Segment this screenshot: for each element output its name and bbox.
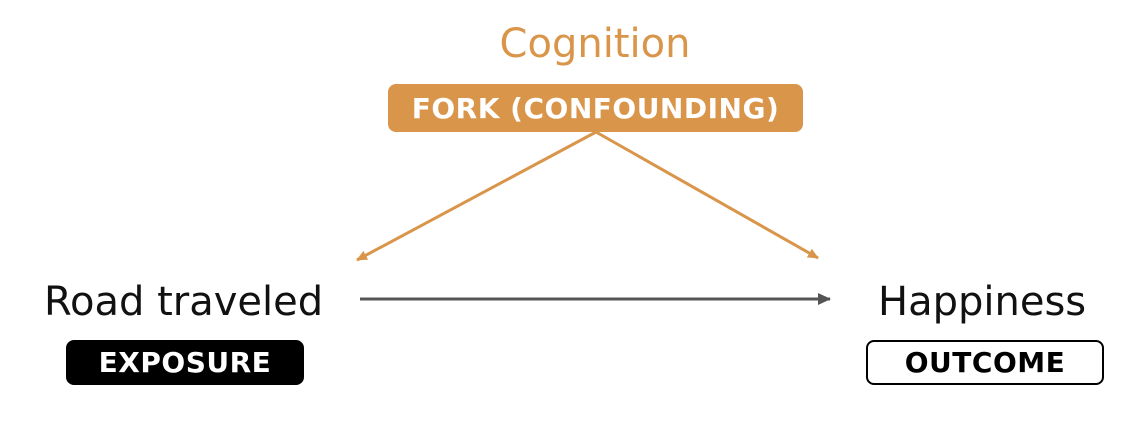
confounder-to-outcome-arrow — [595, 130, 819, 260]
fork-confounding-badge: FORK (CONFOUNDING) — [388, 84, 803, 132]
outcome-node-label: Happiness — [878, 279, 1087, 325]
confounder-to-exposure-arrow — [356, 130, 597, 262]
exposure-node-label: Road traveled — [44, 279, 324, 325]
exposure-badge: EXPOSURE — [66, 340, 304, 385]
outcome-badge: OUTCOME — [866, 340, 1104, 385]
confounder-node-label: Cognition — [499, 21, 691, 67]
